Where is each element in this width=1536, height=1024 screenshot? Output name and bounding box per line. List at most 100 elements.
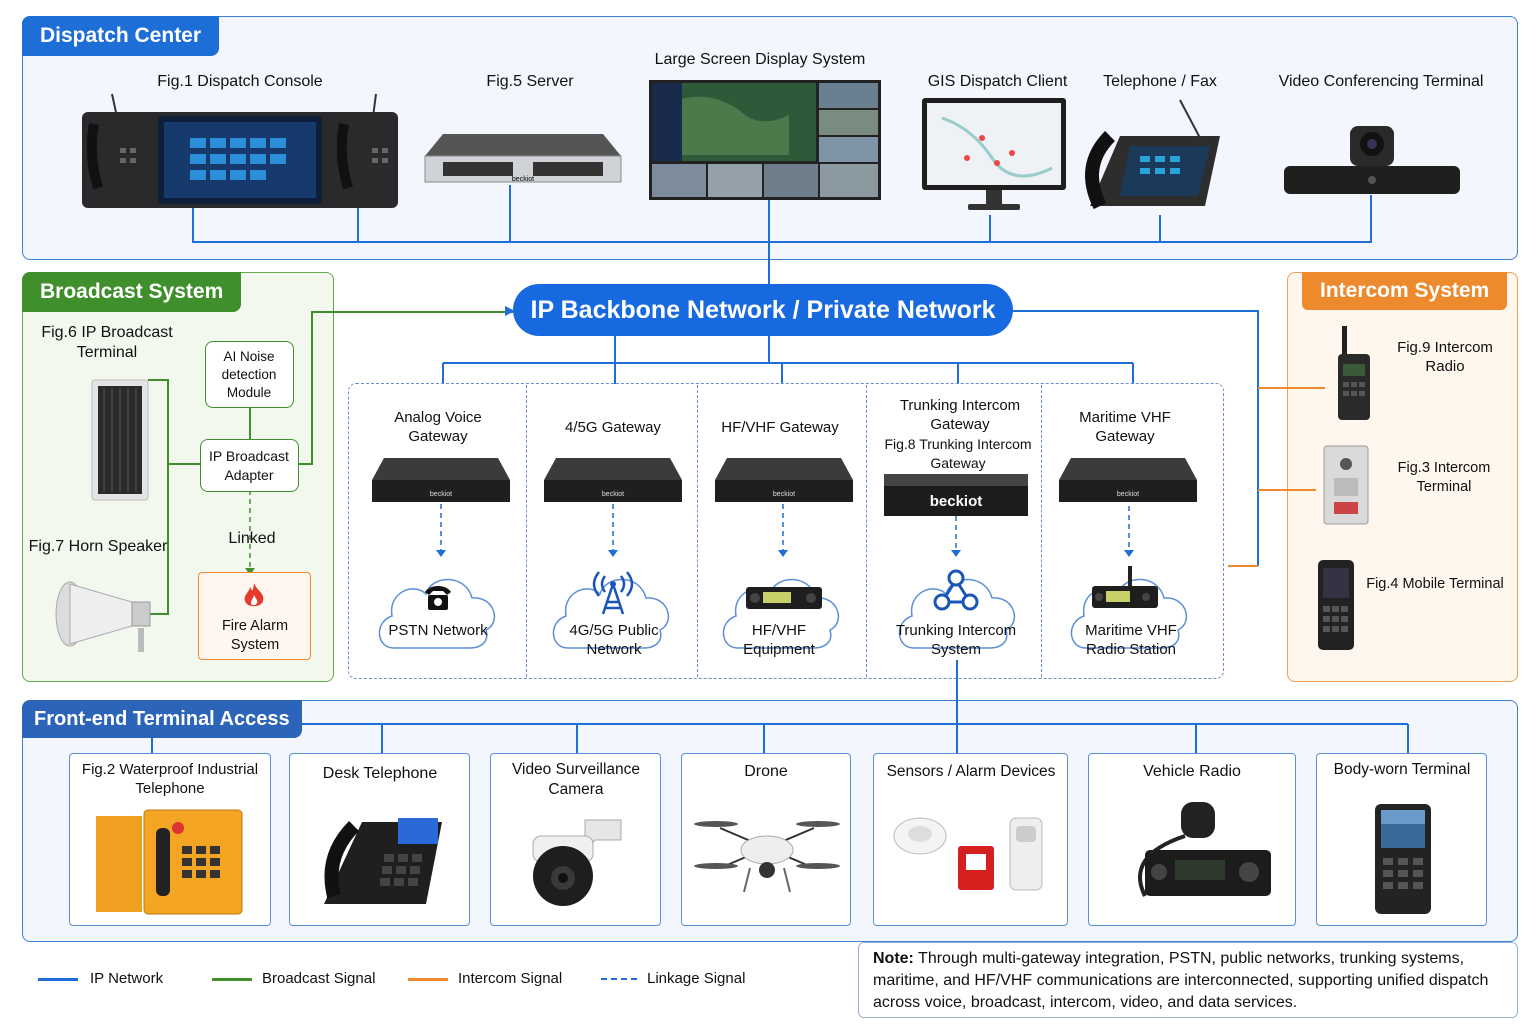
cell-tower-icon	[592, 571, 634, 615]
trunking-gateway-device-icon: beckiot	[884, 474, 1028, 516]
hfvhf-gateway-device-icon: beckiot	[715, 458, 853, 502]
gateway-divider	[866, 385, 867, 677]
frontend-card-label: Sensors / Alarm Devices	[886, 763, 1056, 780]
gis-client-label: GIS Dispatch Client	[927, 73, 1068, 90]
fire-icon	[244, 583, 264, 607]
mobile-terminal-label: Fig.4 Mobile Terminal	[1366, 576, 1504, 592]
server-icon: beckiot	[424, 134, 622, 183]
cloud-icon	[378, 578, 496, 649]
server-brand: beckiot	[512, 176, 534, 183]
telephone-icon	[425, 586, 451, 610]
ip-broadcast-terminal-label: Fig.6 IP Broadcast Terminal	[41, 324, 173, 361]
gateway-divider	[1041, 385, 1042, 677]
frontend-card: Fig.2 Waterproof Industrial Telephone	[69, 753, 271, 926]
frontend-card-label: Video Surveillance Camera	[511, 761, 641, 798]
maritime-station-label: Maritime VHF Radio Station	[1085, 622, 1177, 658]
video-conference-camera-icon	[1284, 126, 1460, 194]
large-screen-icon	[649, 80, 881, 200]
ai-noise-module-box: AI Noise detection Module	[205, 341, 294, 408]
maritime-gateway-device-icon: beckiot	[1059, 458, 1197, 502]
analog-voice-gateway-label: Analog Voice Gateway	[394, 409, 482, 445]
body-camera-icon	[1375, 804, 1431, 914]
trunking-system-label: Trunking Intercom System	[895, 622, 1017, 658]
intercom-radio-icon	[1338, 326, 1370, 420]
intercom-system-title: Intercom System	[1302, 272, 1508, 310]
dome-camera-icon	[532, 819, 622, 906]
broadcast-system-title: Broadcast System	[22, 272, 242, 312]
note-prefix: Note:	[873, 950, 914, 967]
intercom-terminal-label: Fig.3 Intercom Terminal	[1397, 460, 1491, 495]
cloud-icon	[898, 578, 1016, 649]
public-network-label: 4G/5G Public Network	[569, 622, 659, 658]
hfvhf-equipment-label: HF/VHF Equipment	[743, 622, 815, 658]
legend-broadcast-label: Broadcast Signal	[262, 970, 376, 987]
analog-gateway-device-icon: beckiot	[372, 458, 510, 502]
intercom-radio-label: Fig.9 Intercom Radio	[1397, 339, 1493, 375]
frontend-card-label: Drone	[744, 763, 788, 780]
server-label: Fig.5 Server	[486, 73, 574, 90]
pstn-network-label: PSTN Network	[388, 622, 488, 639]
dispatch-center-title: Dispatch Center	[22, 16, 220, 56]
industrial-telephone-icon	[96, 809, 243, 915]
trunking-gateway-fig-label: Fig.8 Trunking Intercom Gateway	[884, 436, 1032, 471]
frontend-title: Front-end Terminal Access	[22, 700, 302, 738]
note-text: Through multi-gateway integration, PSTN,…	[873, 950, 1489, 1011]
gateway-group	[348, 383, 1224, 679]
ai-noise-module-label: AI Noise detection Module	[221, 349, 277, 400]
trunking-brand: beckiot	[930, 493, 983, 510]
legend-broadcast-line	[212, 978, 252, 981]
vehicle-radio-icon	[1138, 802, 1271, 897]
telephone-fax-label: Telephone / Fax	[1103, 73, 1217, 90]
45g-gateway-label: 4/5G Gateway	[565, 419, 661, 436]
legend-intercom-line	[408, 978, 448, 981]
desk-telephone-icon	[324, 818, 442, 904]
gis-monitor-icon	[922, 98, 1066, 210]
intercom-terminal-icon	[1323, 445, 1369, 525]
frontend-card: Body-worn Terminal	[1316, 753, 1487, 926]
drone-icon	[694, 821, 840, 893]
column-speaker-icon	[91, 379, 149, 501]
ip-phone-icon	[1085, 99, 1220, 210]
radio-icon	[746, 587, 822, 609]
sensor-icon	[893, 817, 1043, 891]
maritime-radio-icon	[1092, 566, 1158, 608]
legend-intercom-label: Intercom Signal	[458, 970, 563, 987]
frontend-card-label: Fig.2 Waterproof Industrial Telephone	[81, 761, 259, 797]
note-box: Note: Through multi-gateway integration,…	[858, 942, 1518, 1018]
legend-linkage-line	[601, 978, 637, 980]
frontend-card: Video Surveillance Camera	[490, 753, 661, 926]
dispatch-console-icon	[82, 93, 398, 208]
gateway-brand: beckiot	[430, 491, 452, 498]
large-screen-label: Large Screen Display System	[654, 51, 866, 68]
horn-speaker-icon	[55, 581, 151, 652]
gateway-divider	[526, 385, 527, 677]
45g-gateway-device-icon: beckiot	[544, 458, 682, 502]
ip-broadcast-adapter-label: IP Broadcast Adapter	[209, 448, 289, 483]
video-conf-label: Video Conferencing Terminal	[1278, 73, 1484, 90]
frontend-card: Desk Telephone	[289, 753, 470, 926]
gateway-brand: beckiot	[1117, 491, 1139, 498]
legend-ip-label: IP Network	[90, 970, 164, 987]
dispatch-console-label: Fig.1 Dispatch Console	[157, 73, 323, 90]
frontend-card-label: Vehicle Radio	[1143, 763, 1241, 780]
gateway-brand: beckiot	[602, 491, 624, 498]
frontend-card-label: Body-worn Terminal	[1333, 761, 1471, 778]
linked-label: Linked	[228, 530, 276, 547]
hfvhf-gateway-label: HF/VHF Gateway	[721, 419, 839, 436]
gateway-divider	[697, 385, 698, 677]
ip-broadcast-adapter-box: IP Broadcast Adapter	[200, 439, 299, 492]
frontend-card-label: Desk Telephone	[322, 765, 438, 782]
maritime-gateway-label: Maritime VHF Gateway	[1079, 409, 1171, 445]
legend-linkage-label: Linkage Signal	[647, 970, 746, 987]
network-nodes-icon	[933, 569, 979, 611]
mobile-terminal-icon	[1318, 560, 1354, 650]
ip-backbone-network: IP Backbone Network / Private Network	[513, 284, 1013, 336]
frontend-card: Sensors / Alarm Devices	[873, 753, 1068, 926]
cloud-icon	[552, 578, 670, 649]
fire-alarm-box: Fire Alarm System	[198, 572, 311, 660]
frontend-card: Vehicle Radio	[1088, 753, 1296, 926]
gateway-brand: beckiot	[773, 491, 795, 498]
legend-ip-line	[38, 978, 78, 981]
fire-alarm-label: Fire Alarm System	[221, 618, 289, 653]
trunking-gateway-label: Trunking Intercom Gateway	[899, 397, 1021, 433]
